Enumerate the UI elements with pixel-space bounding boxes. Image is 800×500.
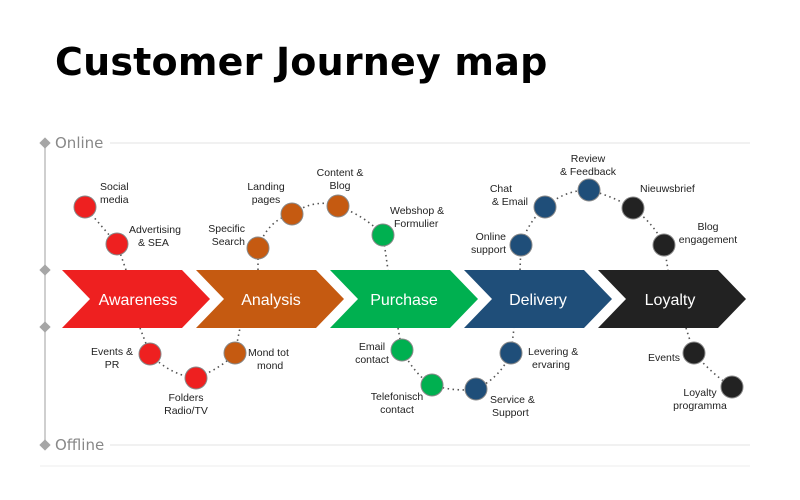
node-blog-engagement [652,233,676,257]
label-content-blog: Content &Blog [317,167,364,192]
offline-marker [39,439,51,451]
stage-loyalty-label: Loyalty [645,292,696,309]
page-title: Customer Journey map [55,40,548,84]
node-advertising-sea [105,232,129,256]
stage-delivery-arrow [464,270,612,328]
stage-purchase-label: Purchase [370,292,438,309]
node-landing-pages [280,202,304,226]
label-events-pr: Events &PR [91,346,133,371]
node-review-feedback [577,178,601,202]
node-nieuwsbrief [621,196,645,220]
node-social-media [73,195,97,219]
label-webshop-formulier: Webshop &Formulier [390,205,444,230]
label-advertising-sea: Advertising& SEA [129,224,181,249]
stage-awareness-label: Awareness [99,292,178,309]
node-content-blog [326,194,350,218]
upper-marker [39,264,51,276]
label-nieuwsbrief: Nieuwsbrief [640,183,695,195]
label-levering-ervaring: Levering &ervaring [528,346,578,371]
node-events [682,341,706,365]
online-marker [39,137,51,149]
stage-band: Awareness Analysis Purchase Delivery Loy… [62,270,746,328]
node-webshop-formulier [371,223,395,247]
stage-loyalty-arrow [598,270,746,328]
label-chat-email: Chat& Email [490,183,528,208]
node-chat-email [533,195,557,219]
node-online-support [509,233,533,257]
stage-awareness-arrow [62,270,210,328]
node-telefonisch-contact [420,373,444,397]
node-mond-tot-mond [223,341,247,365]
node-levering-ervaring [499,341,523,365]
node-events-pr [138,342,162,366]
online-label: Online [55,134,103,152]
node-email-contact [390,338,414,362]
stage-analysis-label: Analysis [241,292,301,309]
label-review-feedback: Review& Feedback [560,153,617,178]
label-events: Events [648,352,680,364]
node-specific-search [246,236,270,260]
stage-purchase-arrow [330,270,478,328]
lower-marker [39,321,51,333]
online-path [84,189,669,271]
stage-analysis-arrow [196,270,344,328]
node-service-support [464,377,488,401]
label-service-support: Service &Support [490,394,535,419]
node-folders-radio-tv [184,366,208,390]
stage-delivery-label: Delivery [509,292,567,309]
node-loyalty-programma [720,375,744,399]
offline-label: Offline [55,436,104,454]
